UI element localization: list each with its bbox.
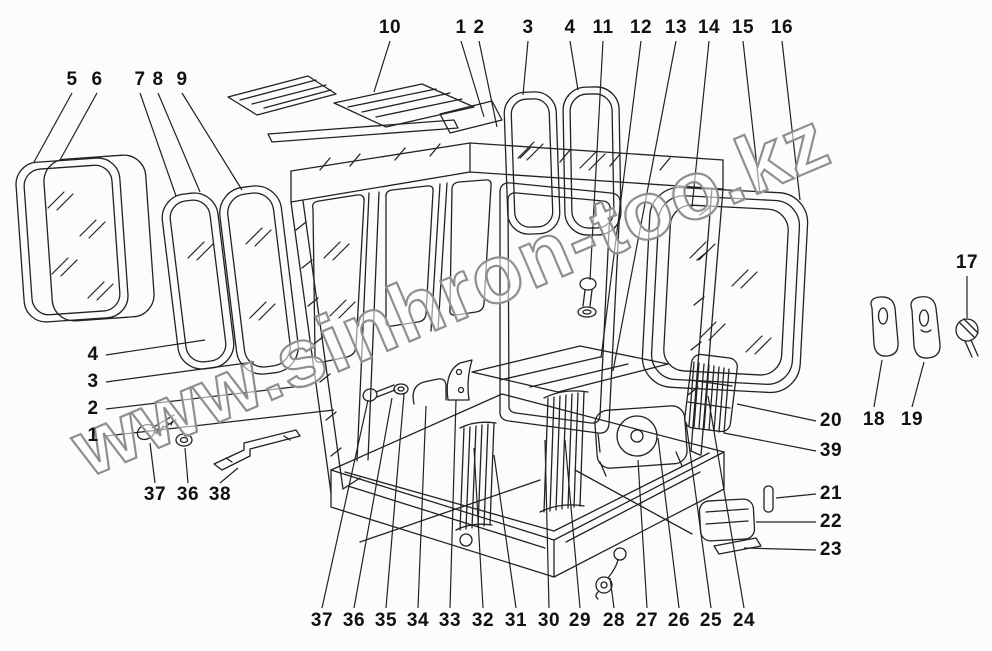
leader-line-1 — [460, 40, 485, 118]
leader-line-23 — [743, 547, 817, 551]
leader-line-37 — [149, 442, 156, 484]
leader-line-7 — [139, 92, 177, 197]
leader-line-1 — [105, 409, 335, 437]
spring-stack-left — [455, 421, 497, 547]
bolt-11-inner — [577, 277, 597, 318]
leader-line-36 — [353, 397, 393, 609]
leader-lines — [33, 40, 968, 609]
leader-line-10 — [373, 40, 391, 93]
leader-line-6 — [59, 92, 98, 161]
leader-line-16 — [781, 40, 801, 201]
bracket-38 — [213, 429, 301, 471]
leader-line-13 — [612, 40, 677, 372]
leader-line-3 — [522, 40, 529, 96]
left-door-glass-panes — [15, 154, 155, 323]
leader-line-14 — [691, 40, 710, 208]
leader-line-29 — [564, 439, 581, 609]
leader-line-12 — [600, 40, 642, 359]
leader-line-28 — [609, 577, 615, 609]
leader-line-4 — [569, 40, 579, 91]
roof-panel-sheets — [227, 75, 503, 143]
latch-28 — [595, 547, 627, 600]
leader-line-32 — [473, 447, 484, 609]
foot-plate-23 — [713, 537, 762, 555]
bolt-washer-mid — [362, 383, 409, 402]
clamp-34 — [412, 378, 447, 405]
leader-line-18 — [873, 359, 883, 408]
leader-line-36 — [184, 447, 189, 484]
vent-grille — [684, 353, 738, 434]
leader-line-5 — [33, 92, 73, 163]
leader-line-31 — [493, 454, 517, 609]
washer-36 — [175, 433, 193, 447]
leader-line-4 — [105, 339, 206, 356]
leader-line-34 — [417, 405, 427, 609]
leader-line-24 — [707, 395, 745, 609]
leader-line-21 — [775, 493, 817, 499]
leader-line-33 — [449, 399, 457, 609]
leader-line-2 — [478, 40, 498, 128]
leader-line-8 — [157, 92, 201, 193]
rear-glass-stack — [641, 186, 809, 394]
leader-line-38 — [219, 467, 239, 484]
leader-line-9 — [181, 92, 243, 191]
handle-18 — [870, 296, 899, 357]
leader-line-37 — [321, 399, 369, 609]
heater-fan-unit — [594, 405, 688, 477]
leader-line-25 — [685, 421, 712, 609]
leader-line-3 — [105, 361, 255, 383]
bolt-37 — [136, 414, 177, 441]
leader-line-27 — [637, 459, 648, 609]
bracket-33 — [446, 359, 473, 401]
leader-line-35 — [385, 393, 405, 609]
leader-line-15 — [742, 40, 761, 195]
leader-line-39 — [723, 432, 817, 452]
leader-line-20 — [736, 403, 817, 422]
leader-line-19 — [911, 361, 925, 408]
leader-line-11 — [589, 40, 604, 281]
leader-line-2 — [105, 385, 303, 410]
leader-line-30 — [544, 439, 550, 609]
spring-stack-right — [539, 390, 589, 513]
screw-17 — [955, 318, 979, 358]
watermark-text: www.sinhron-too.kz — [59, 94, 843, 495]
leader-line-26 — [657, 437, 680, 609]
cab-frame — [290, 142, 725, 578]
pin-21 — [763, 485, 774, 513]
handle-19 — [910, 296, 941, 359]
